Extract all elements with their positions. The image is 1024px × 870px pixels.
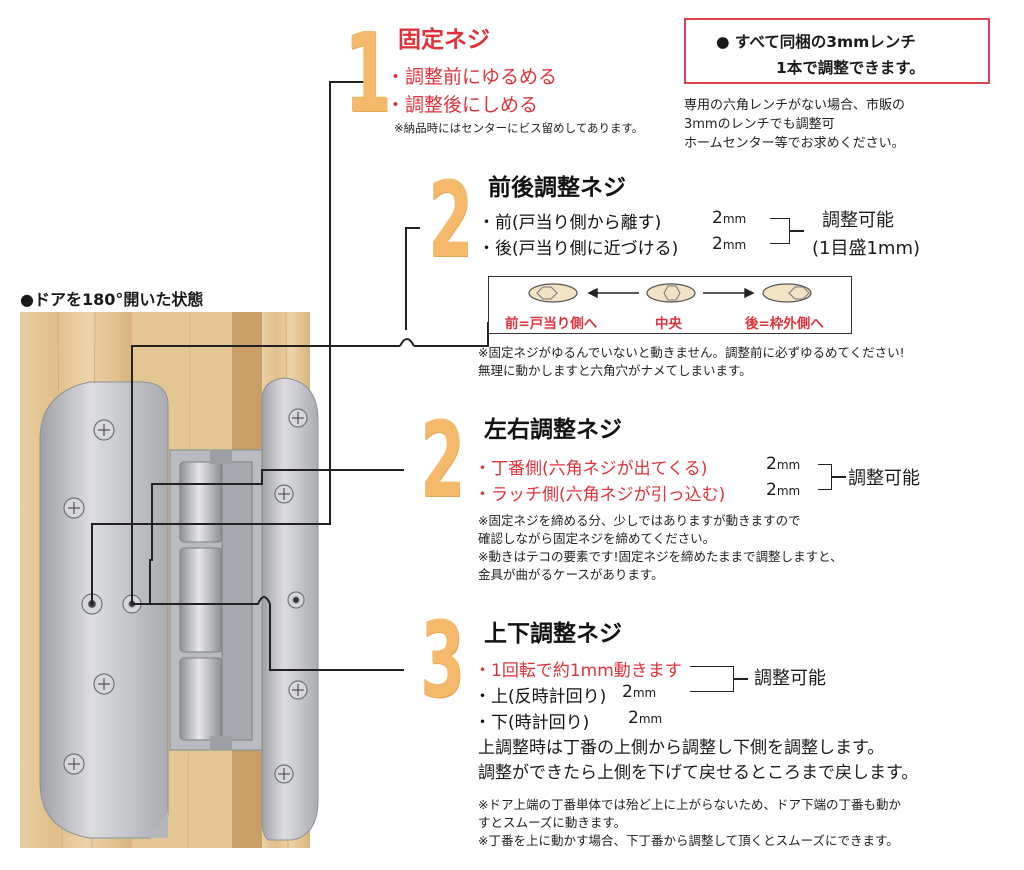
section-1-note: ※納品時にはセンターにビス留めしてあります。 <box>394 121 644 135</box>
section-4-adjustable: 調整可能 <box>754 668 826 689</box>
direction-diagram: 前=戸当り側へ 中央 後=枠外側へ <box>488 276 852 334</box>
section-2-adjustable: 調整可能 <box>822 210 894 231</box>
direction-front-label: 前=戸当り側へ <box>505 316 598 332</box>
section-3-note-1: ※固定ネジを締める分、少しではありますが動きますので <box>478 513 801 528</box>
hinge-knuckle <box>169 449 263 751</box>
section-4-instructions: 上調整時は丁番の上側から調整し下側を調整します。 調整ができたら上側を下げて戻せ… <box>478 736 918 786</box>
wrench-line-1: ● すべて同梱の3mmレンチ <box>716 33 916 51</box>
wrench-note-line-1: 専用の六角レンチがない場合、市販の <box>684 98 906 113</box>
section-3-brace-tick <box>832 476 846 478</box>
section-4-title: 上下調整ネジ <box>484 621 622 647</box>
section-2-brace <box>770 218 790 244</box>
left-hinge-plate <box>39 381 169 839</box>
section-3-mm-2: 2mm <box>766 480 801 500</box>
section-2-adjust-step: (1目盛1mm) <box>812 238 921 259</box>
section-3-note-2: 確認しながら固定ネジを締めてください。 <box>478 531 716 546</box>
section-4-note-1: ※ドア上端の丁番単体では殆ど上に上がらないため、ドア下端の丁番も動か <box>478 797 901 812</box>
wrench-note-line-3: ホームセンター等でお求めください。 <box>684 136 905 151</box>
section-4-number: 3 <box>420 599 465 721</box>
section-2-note-1: ※固定ネジがゆるんでいないと動きません。調整前に必ずゆるめてください! <box>478 345 905 360</box>
section-1-item-1: ・調整前にゆるめる <box>386 66 558 88</box>
direction-back-label: 後=枠外側へ <box>745 316 824 332</box>
section-3-brace <box>818 464 832 490</box>
direction-diagram-art <box>528 283 812 303</box>
section-4-item-2: ・下(時計回り) <box>474 713 590 733</box>
section-4-item-1: ・上(反時計回り) <box>474 687 607 707</box>
section-4-instruction-2: 調整ができたら上側を下げて戻せるところまで戻します。 <box>478 763 919 783</box>
leader-lines <box>91 81 489 671</box>
direction-center-label: 中央 <box>655 316 682 332</box>
section-2-number: 2 <box>428 159 473 281</box>
section-3-note-3: ※動きはテコの要素です!固定ネジを締めたままで調整しますと、 <box>478 549 843 564</box>
section-3-note-4: 金具が曲がるケースがあります。 <box>478 567 664 582</box>
section-2-note-2: 無理に動かしますと六角穴がナメてしまいます。 <box>478 363 752 378</box>
section-3-title: 左右調整ネジ <box>484 417 622 443</box>
section-2-brace-tick <box>790 230 804 232</box>
wrench-note-line-2: 3mmのレンチでも調整可 <box>684 117 835 132</box>
section-1-item-2: ・調整後にしめる <box>386 94 539 116</box>
wrench-info-box: ● すべて同梱の3mmレンチ 1本で調整できます。 <box>684 18 990 84</box>
section-3-notes: ※固定ネジを締める分、少しではありますが動きますので 確認しながら固定ネジを締め… <box>478 512 843 584</box>
section-4-note-3: ※丁番を上に動かす場合、下丁番から調整して頂くとスムーズにできます。 <box>478 833 899 848</box>
section-3-number: 2 <box>420 399 465 521</box>
screws <box>63 408 308 784</box>
section-3-mm-1: 2mm <box>766 454 801 474</box>
wrench-note: 専用の六角レンチがない場合、市販の 3mmのレンチでも調整可 ホームセンター等で… <box>684 96 905 153</box>
section-3-adjustable: 調整可能 <box>848 468 920 489</box>
door-state-label: ●ドアを180°開いた状態 <box>20 290 204 309</box>
section-3-item-1: ・丁番側(六角ネジが出てくる) <box>474 459 708 479</box>
section-2-notes: ※固定ネジがゆるんでいないと動きません。調整前に必ずゆるめてください! 無理に動… <box>478 344 905 380</box>
section-2-item-1: ・前(戸当り側から離す) <box>478 213 662 233</box>
section-4-item-red: ・1回転で約1mm動きます <box>474 661 682 681</box>
section-4-instruction-1: 上調整時は丁番の上側から調整し下側を調整します。 <box>478 738 885 758</box>
wrench-line-2: 1本で調整できます。 <box>776 59 925 77</box>
section-4-mm-1: 2mm <box>622 682 657 702</box>
section-2-mm-2: 2mm <box>712 234 747 254</box>
section-1-title: 固定ネジ <box>398 27 490 53</box>
section-4-brace-tick <box>734 678 748 680</box>
section-3-item-2: ・ラッチ側(六角ネジが引っ込む) <box>474 485 726 505</box>
section-2-mm-1: 2mm <box>712 208 747 228</box>
section-1-number: 1 <box>344 9 392 137</box>
section-4-notes: ※ドア上端の丁番単体では殆ど上に上がらないため、ドア下端の丁番も動か すとスムー… <box>478 796 901 850</box>
section-4-brace <box>690 666 734 692</box>
section-4-note-2: すとスムーズに動きます。 <box>478 815 627 830</box>
section-2-item-2: ・後(戸当り側に近づける) <box>478 239 679 259</box>
section-4-mm-2: 2mm <box>628 708 663 728</box>
section-2-title: 前後調整ネジ <box>488 175 626 201</box>
